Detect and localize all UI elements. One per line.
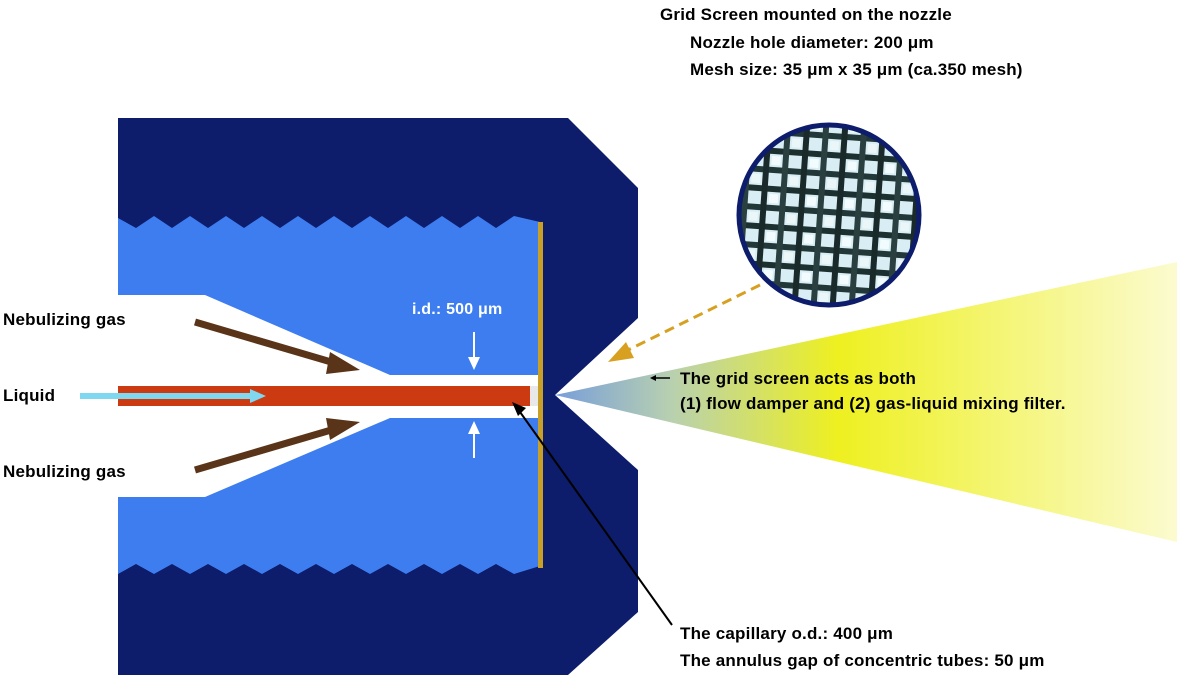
id-dimension-arrows	[468, 332, 480, 458]
mesh-magnified-view	[736, 122, 922, 308]
screen-note-line2: (1) flow damper and (2) gas-liquid mixin…	[680, 394, 1066, 413]
grid-info-title: Grid Screen mounted on the nozzle	[660, 5, 952, 24]
label-gas-bottom: Nebulizing gas	[3, 462, 126, 481]
liquid-arrow	[80, 389, 266, 403]
screen-note-line1: The grid screen acts as both	[680, 369, 917, 388]
capillary-tube	[118, 386, 536, 406]
capillary-note-line2: The annulus gap of concentric tubes: 50 …	[680, 651, 1045, 670]
screen-note-pointer	[650, 375, 670, 381]
label-gas-top: Nebulizing gas	[3, 310, 126, 329]
spray-cone	[555, 262, 1177, 542]
label-inner-diameter: i.d.: 500 μm	[412, 301, 503, 318]
nozzle-hole-diameter: Nozzle hole diameter: 200 μm	[690, 33, 934, 52]
grid-screen	[538, 222, 543, 568]
mesh-pointer-arrow	[608, 283, 761, 362]
capillary-note-line1: The capillary o.d.: 400 μm	[680, 624, 894, 643]
capillary-callout	[512, 402, 673, 626]
label-liquid: Liquid	[3, 386, 56, 405]
gas-arrow-top	[194, 318, 360, 374]
mesh-size: Mesh size: 35 μm x 35 μm (ca.350 mesh)	[690, 60, 1023, 79]
gas-arrow-bottom	[194, 418, 360, 474]
